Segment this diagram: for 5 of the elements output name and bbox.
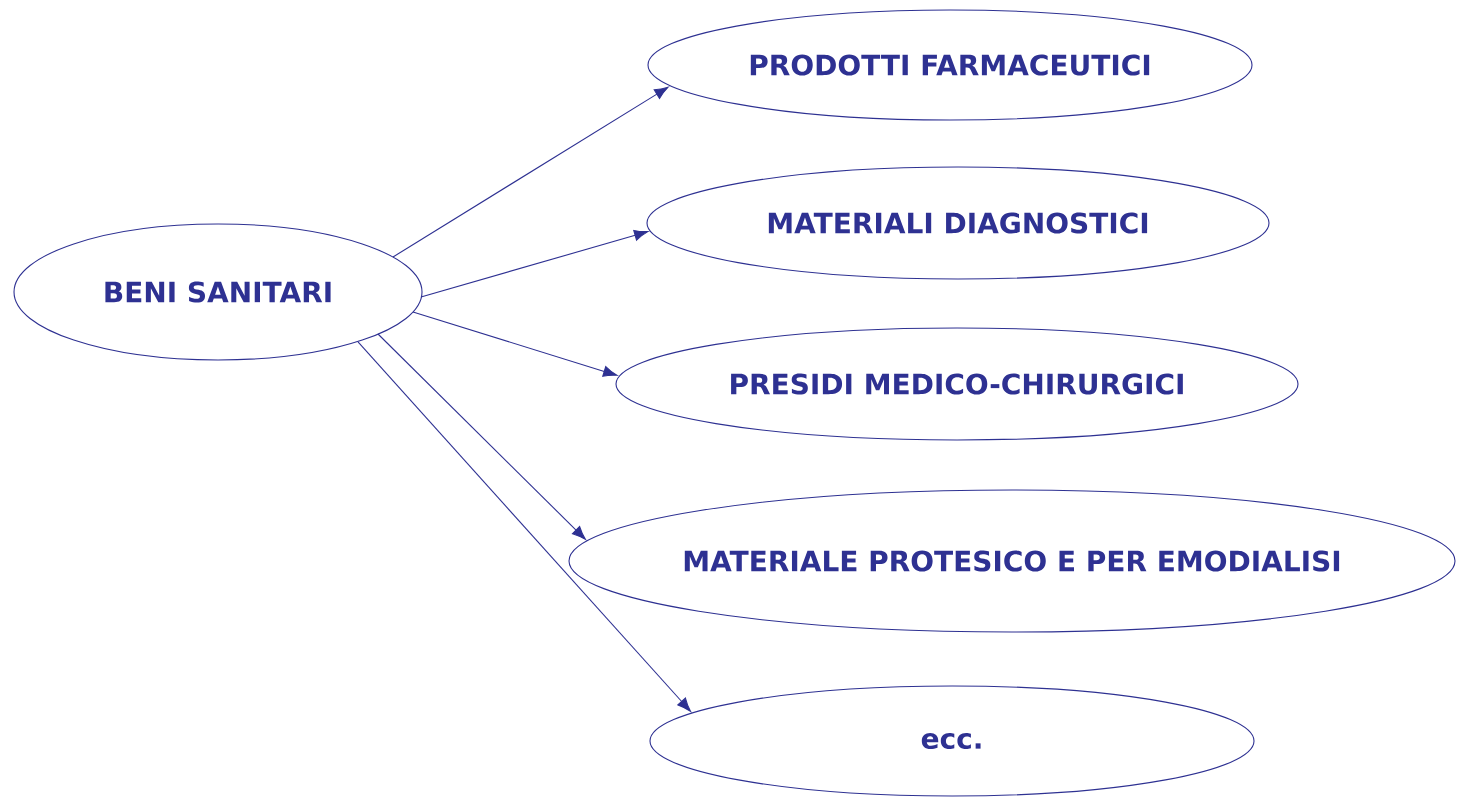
arrow xyxy=(357,341,692,712)
arrow xyxy=(392,86,669,258)
arrow xyxy=(420,229,649,298)
arrow xyxy=(412,311,618,377)
arrow xyxy=(377,333,586,540)
